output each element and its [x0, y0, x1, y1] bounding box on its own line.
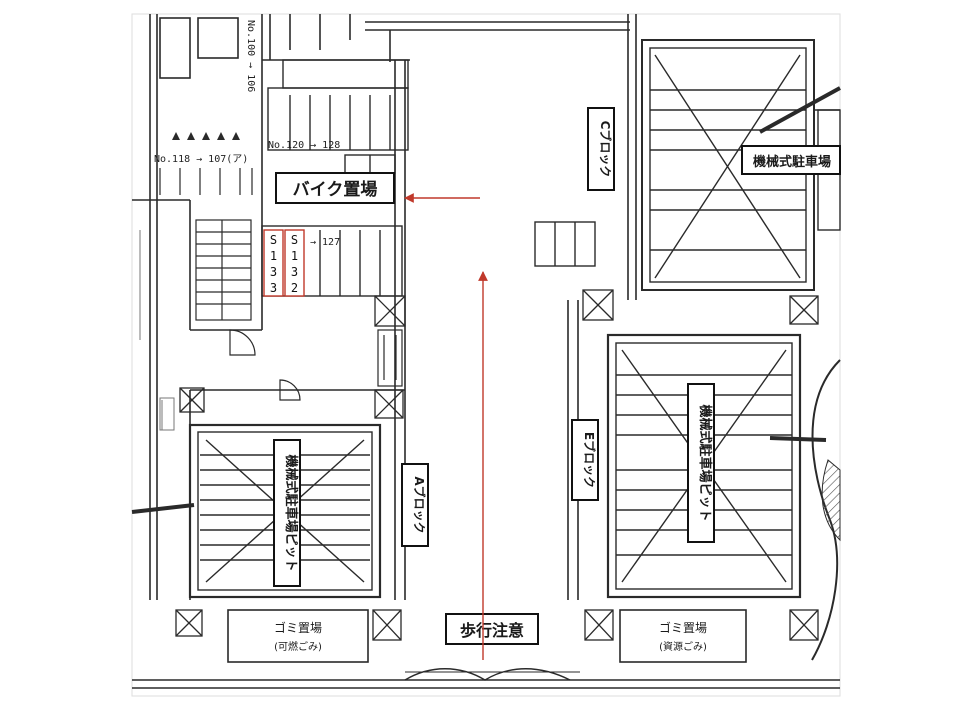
garbage-area-left [227, 609, 369, 663]
range-label-top: No.120 → 128 [268, 140, 340, 151]
garbage-right-label: ゴミ置場 [659, 620, 707, 635]
c-block-label-box: Cブロック [587, 107, 615, 191]
slot-S132-char-0: S [291, 233, 298, 247]
range-label-left: No.118 → 107(ア) [154, 154, 248, 165]
left-stall-markers [172, 132, 240, 140]
stall-column [377, 329, 403, 387]
mech-pit-left-label: 機械式駐車場ピット [283, 454, 299, 571]
slot-S132: S 1 3 2 [284, 229, 305, 297]
bike-parking-label-box: バイク置場 [275, 172, 395, 204]
slot-S133-char-3: 3 [270, 281, 277, 295]
a-block-label: Aブロック [412, 476, 427, 533]
pointer-line-right [769, 436, 827, 442]
e-block-label: Eブロック [582, 432, 597, 488]
garbage-left-sub: (可燃ごみ) [274, 640, 322, 653]
bike-parking-label: バイク置場 [293, 180, 378, 200]
slot-S133-char-1: 1 [270, 249, 277, 263]
range-label-vertical: No.100 → 106 [245, 20, 256, 92]
walk-caution-label-box: 歩行注意 [445, 613, 539, 645]
slot-S132-char-3: 2 [291, 281, 298, 295]
garbage-left-label: ゴミ置場 [274, 620, 322, 635]
slot-S132-char-1: 1 [291, 249, 298, 263]
e-block-label-box: Eブロック [571, 419, 599, 501]
side-dimension-marks [139, 230, 175, 431]
slot-S133-char-2: 3 [270, 265, 277, 279]
slot-S133: S 1 3 3 [263, 229, 284, 297]
pointer-line-left [131, 503, 195, 514]
pointer-line-top [759, 86, 841, 134]
entrance-curve [404, 668, 571, 681]
center-stalls [534, 221, 596, 267]
left-stalls [159, 168, 253, 195]
curved-wall-right [811, 359, 841, 661]
mech-parking-label-box: 機械式駐車場 [741, 145, 841, 175]
walk-caution-label: 歩行注意 [460, 621, 524, 640]
garbage-right-sub: (資源ごみ) [659, 640, 707, 653]
c-block-label: Cブロック [598, 121, 613, 178]
mech-parking-label: 機械式駐車場 [753, 154, 831, 170]
staircase-left [195, 219, 301, 401]
mech-pit-right-label-box: 機械式駐車場ピット [687, 383, 715, 543]
mech-pit-left-label-box: 機械式駐車場ピット [273, 439, 301, 587]
pillars [175, 289, 819, 641]
a-block-label-box: Aブロック [401, 463, 429, 547]
slot-S132-char-2: 3 [291, 265, 298, 279]
mech-pit-right-label: 機械式駐車場ピット [697, 404, 713, 521]
garbage-area-right [619, 609, 747, 663]
range-label-bottom: → 127 [310, 237, 340, 248]
slot-S133-char-0: S [270, 233, 277, 247]
